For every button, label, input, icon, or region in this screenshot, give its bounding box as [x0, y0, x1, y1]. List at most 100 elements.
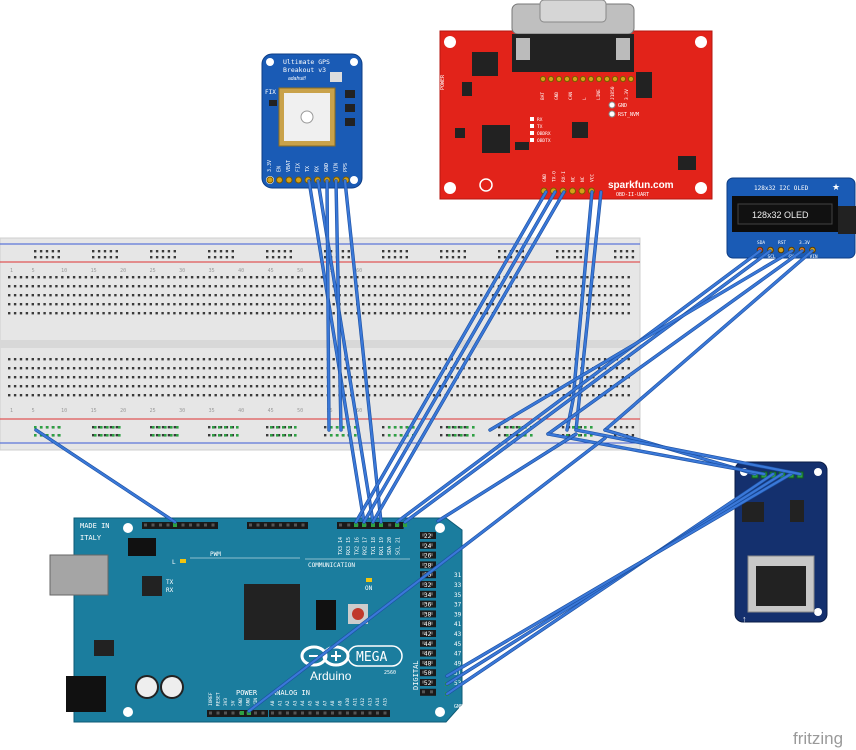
breadboard-hole[interactable]	[485, 303, 489, 306]
breadboard-hole[interactable]	[426, 303, 430, 306]
breadboard-hole[interactable]	[521, 294, 524, 297]
breadboard-hole[interactable]	[173, 312, 176, 315]
breadboard-hole[interactable]	[220, 376, 223, 379]
breadboard-hole[interactable]	[562, 312, 565, 315]
breadboard-hole[interactable]	[373, 285, 377, 288]
breadboard-hole[interactable]	[114, 376, 117, 379]
breadboard-hole[interactable]	[308, 394, 312, 397]
breadboard-hole[interactable]	[155, 294, 158, 297]
breadboard-hole[interactable]	[261, 294, 265, 297]
breadboard-hole[interactable]	[273, 285, 276, 288]
breadboard-hole[interactable]	[13, 303, 17, 306]
breadboard-hole[interactable]	[468, 276, 471, 279]
breadboard-hole[interactable]	[167, 303, 170, 306]
breadboard-hole[interactable]	[285, 367, 288, 370]
rail-hole[interactable]	[324, 256, 327, 259]
breadboard-hole[interactable]	[149, 385, 152, 388]
rail-hole[interactable]	[440, 250, 443, 253]
breadboard-hole[interactable]	[344, 276, 347, 279]
breadboard-hole[interactable]	[627, 303, 630, 306]
breadboard-hole[interactable]	[255, 358, 259, 361]
breadboard-hole[interactable]	[592, 358, 595, 361]
breadboard-hole[interactable]	[19, 303, 23, 306]
breadboard-hole[interactable]	[621, 367, 624, 370]
breadboard-hole[interactable]	[303, 394, 306, 397]
breadboard-hole[interactable]	[67, 276, 70, 279]
breadboard-hole[interactable]	[397, 385, 400, 388]
microsd-breakout[interactable]: ↑	[734, 461, 828, 624]
breadboard-hole[interactable]	[108, 385, 111, 388]
breadboard-hole[interactable]	[37, 385, 40, 388]
rail-hole[interactable]	[451, 434, 455, 437]
breadboard-hole[interactable]	[350, 303, 353, 306]
breadboard-hole[interactable]	[67, 303, 70, 306]
breadboard-hole[interactable]	[485, 385, 489, 388]
oled-display[interactable]: 128x32 I2C OLED ★ 128x32 OLED SDASCLRSTG…	[726, 177, 856, 260]
breadboard-hole[interactable]	[185, 358, 188, 361]
breadboard-hole[interactable]	[208, 376, 211, 379]
rail-hole[interactable]	[451, 250, 455, 253]
breadboard-hole[interactable]	[291, 312, 294, 315]
breadboard-hole[interactable]	[249, 285, 253, 288]
breadboard-hole[interactable]	[185, 376, 188, 379]
breadboard-hole[interactable]	[108, 312, 111, 315]
breadboard-hole[interactable]	[609, 303, 613, 306]
breadboard-hole[interactable]	[161, 394, 164, 397]
breadboard-hole[interactable]	[273, 358, 276, 361]
header-pin[interactable]	[301, 523, 305, 527]
rail-hole[interactable]	[498, 434, 501, 437]
breadboard-hole[interactable]	[527, 294, 530, 297]
header-pin[interactable]	[422, 562, 425, 566]
breadboard-hole[interactable]	[385, 285, 388, 288]
breadboard-hole[interactable]	[214, 358, 217, 361]
breadboard-hole[interactable]	[621, 303, 624, 306]
breadboard-hole[interactable]	[149, 394, 152, 397]
breadboard-hole[interactable]	[126, 385, 129, 388]
breadboard-hole[interactable]	[291, 367, 294, 370]
obd-wire[interactable]	[371, 190, 566, 524]
breadboard-hole[interactable]	[533, 285, 536, 288]
breadboard-hole[interactable]	[480, 394, 483, 397]
breadboard-hole[interactable]	[456, 285, 459, 288]
breadboard-hole[interactable]	[232, 294, 235, 297]
breadboard-hole[interactable]	[279, 394, 282, 397]
breadboard-hole[interactable]	[137, 358, 141, 361]
breadboard-hole[interactable]	[167, 276, 170, 279]
breadboard-hole[interactable]	[255, 312, 259, 315]
breadboard-hole[interactable]	[480, 285, 483, 288]
rail-hole[interactable]	[498, 426, 501, 429]
breadboard-hole[interactable]	[108, 394, 111, 397]
breadboard-hole[interactable]	[31, 376, 34, 379]
breadboard-hole[interactable]	[214, 294, 217, 297]
breadboard-hole[interactable]	[385, 385, 388, 388]
breadboard-hole[interactable]	[131, 276, 135, 279]
breadboard-hole[interactable]	[185, 385, 188, 388]
breadboard-hole[interactable]	[598, 303, 601, 306]
header-pin[interactable]	[376, 711, 379, 715]
breadboard-hole[interactable]	[238, 367, 241, 370]
rail-hole[interactable]	[393, 256, 397, 259]
breadboard-hole[interactable]	[397, 294, 400, 297]
breadboard-hole[interactable]	[249, 394, 253, 397]
breadboard-hole[interactable]	[468, 367, 471, 370]
rail-hole[interactable]	[219, 434, 223, 437]
breadboard-hole[interactable]	[55, 367, 58, 370]
breadboard-hole[interactable]	[279, 312, 282, 315]
breadboard-hole[interactable]	[332, 312, 335, 315]
breadboard-hole[interactable]	[49, 367, 52, 370]
breadboard-hole[interactable]	[385, 294, 388, 297]
breadboard-hole[interactable]	[438, 394, 442, 397]
breadboard-hole[interactable]	[379, 312, 383, 315]
rail-hole[interactable]	[289, 256, 292, 259]
breadboard-hole[interactable]	[220, 358, 223, 361]
rail-hole[interactable]	[109, 426, 113, 429]
breadboard-hole[interactable]	[196, 385, 200, 388]
breadboard-hole[interactable]	[385, 276, 388, 279]
breadboard-hole[interactable]	[456, 367, 459, 370]
breadboard-hole[interactable]	[485, 285, 489, 288]
rail-hole[interactable]	[173, 256, 176, 259]
breadboard-hole[interactable]	[403, 312, 406, 315]
breadboard-hole[interactable]	[232, 285, 235, 288]
breadboard-hole[interactable]	[367, 367, 371, 370]
rail-hole[interactable]	[347, 250, 350, 253]
